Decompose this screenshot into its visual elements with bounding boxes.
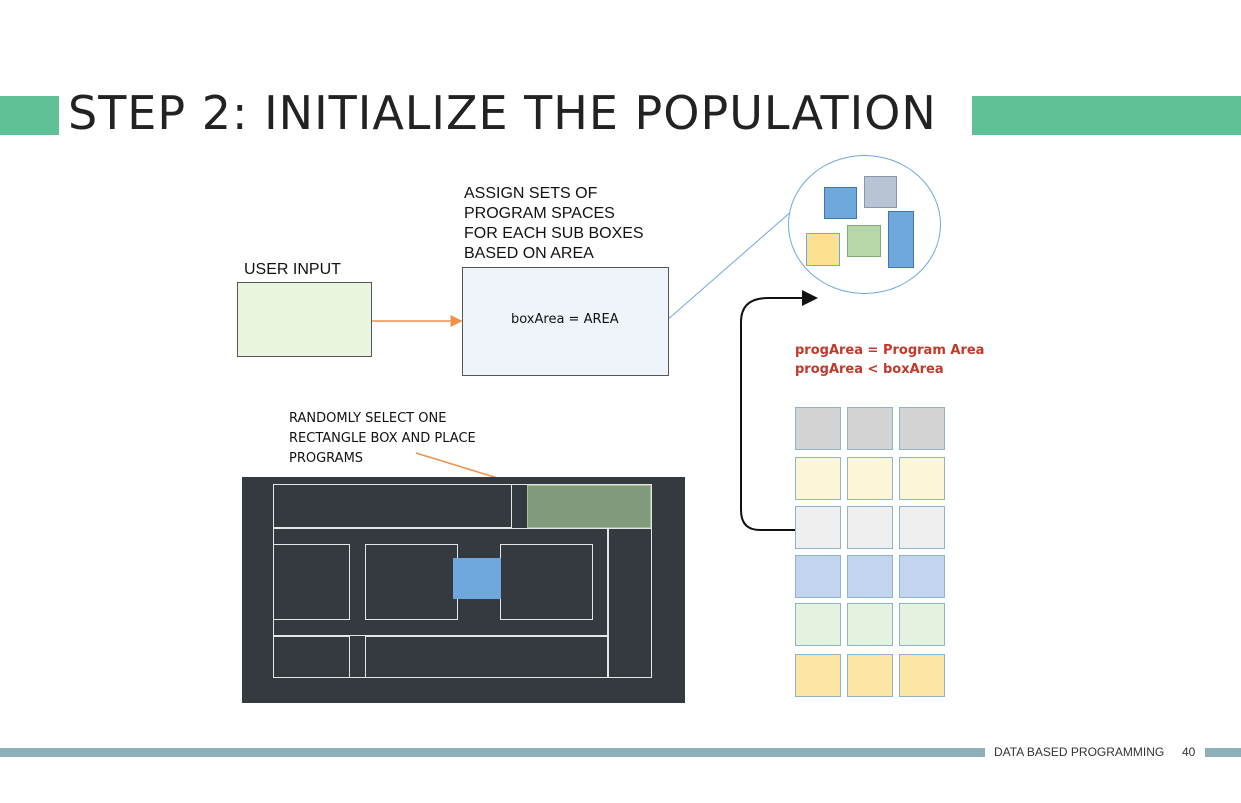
program-block-yellow [806,233,840,266]
selected-box [527,485,651,528]
assign-label-line: ASSIGN SETS OF [464,185,598,202]
prog-area-conditions: progArea = Program Area progArea < boxAr… [795,341,984,379]
floor-plan [242,477,685,703]
plan-corridor [273,528,608,636]
title-accent-left [0,96,59,135]
page-number: 40 [1182,745,1196,759]
grid-cell [899,506,945,549]
grid-cell [795,457,841,500]
program-block-green [847,225,881,257]
grid-cell [847,407,893,450]
grid-cell [795,555,841,598]
page-title: STEP 2: INITIALIZE THE POPULATION [68,86,937,140]
random-select-line: PROGRAMS [289,451,364,466]
assign-label-line: PROGRAM SPACES [464,205,615,222]
user-input-box [237,282,372,357]
grid-cell [795,506,841,549]
program-block-blue [824,187,857,219]
assign-label: ASSIGN SETS OF PROGRAM SPACES FOR EACH S… [464,184,644,264]
program-block-tall-blue [888,211,914,268]
box-area-box: boxArea = AREA [462,267,669,376]
grid-cell [899,407,945,450]
grid-cell [847,603,893,646]
grid-cell [899,457,945,500]
plan-room-far-right [608,528,652,678]
plan-room-top [273,484,512,528]
footer-title: DATA BASED PROGRAMMING [994,745,1165,759]
program-grid [795,407,947,699]
box-area-text: boxArea = AREA [511,312,619,327]
grid-cell [795,603,841,646]
prog-area-line: progArea < boxArea [795,362,944,377]
assign-label-line: FOR EACH SUB BOXES [464,225,644,242]
assign-label-line: BASED ON AREA [464,245,594,262]
footer-bar-left [0,748,985,757]
grid-cell [847,555,893,598]
plan-room-bottom-left [273,636,350,678]
grid-cell [899,555,945,598]
grid-cell [899,603,945,646]
random-select-label: RANDOMLY SELECT ONE RECTANGLE BOX AND PL… [289,409,476,469]
placed-program [453,558,501,599]
plan-room-bottom [365,636,608,678]
random-select-line: RECTANGLE BOX AND PLACE [289,431,476,446]
grid-cell [795,654,841,697]
grid-cell [899,654,945,697]
footer-bar-right [1205,748,1241,757]
program-block-gray [864,176,897,208]
random-select-line: RANDOMLY SELECT ONE [289,411,447,426]
grid-to-circle-arrow [740,290,818,531]
grid-cell [795,407,841,450]
user-input-label: USER INPUT [244,261,341,278]
grid-cell [847,457,893,500]
title-accent-right [972,96,1241,135]
prog-area-line: progArea = Program Area [795,343,985,358]
grid-cell [847,506,893,549]
grid-cell [847,654,893,697]
